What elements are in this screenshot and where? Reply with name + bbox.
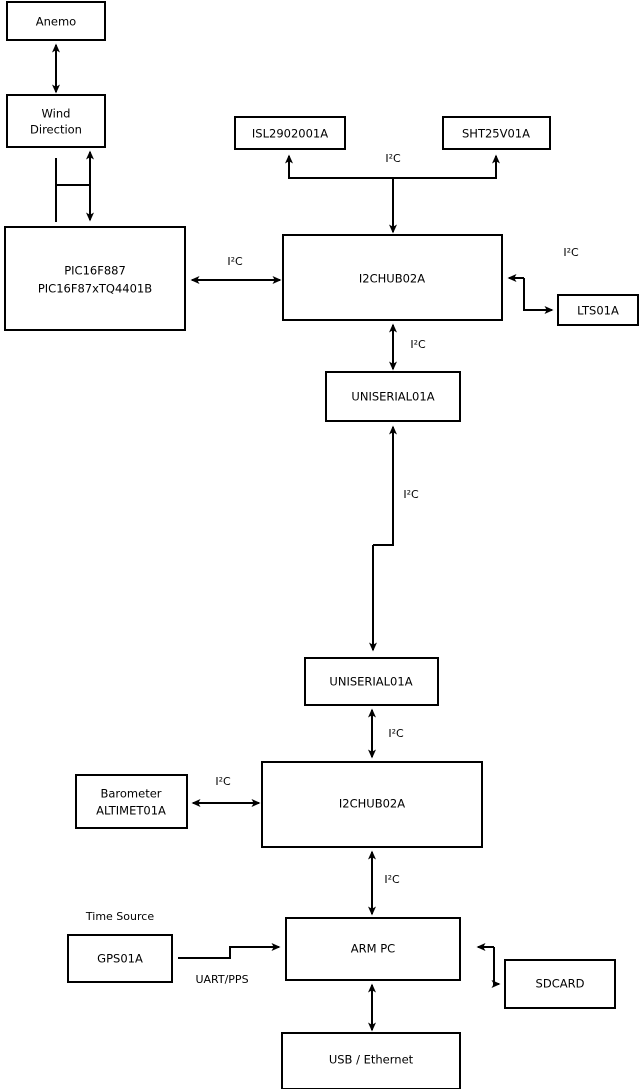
node-pic-microcontroller[interactable]: PIC16F887 PIC16F87xTQ4401B	[4, 226, 186, 331]
edge-label-uart-pps: UART/PPS	[195, 973, 248, 986]
node-pic-label-line2: PIC16F87xTQ4401B	[38, 282, 152, 296]
edge-label-i2c-hub-uniserial: I²C	[410, 338, 426, 351]
node-arm-pc-label: ARM PC	[351, 942, 395, 956]
node-barometer-altimet01a[interactable]: Barometer ALTIMET01A	[75, 774, 188, 829]
free-label-layer: Time Source	[85, 910, 154, 923]
node-isl2902001a-label: ISL2902001A	[252, 127, 328, 141]
connector-layer	[52, 43, 554, 1032]
conn-uniup-unidn	[369, 425, 397, 652]
node-lts01a[interactable]: LTS01A	[557, 294, 639, 326]
label-time-source: Time Source	[85, 910, 154, 923]
edge-label-layer: I²C I²C I²C I²C I²C I²C I²C I²C UART/PPS	[195, 152, 579, 986]
edge-label-i2c-top-bus: I²C	[385, 152, 401, 165]
node-uniserial01a-upper[interactable]: UNISERIAL01A	[325, 371, 461, 422]
edge-label-i2c-hub-lts: I²C	[563, 246, 579, 259]
node-sdcard-label: SDCARD	[536, 977, 585, 991]
node-gps01a[interactable]: GPS01A	[67, 934, 173, 983]
node-uniserial01a-lower[interactable]: UNISERIAL01A	[304, 657, 439, 706]
edge-label-i2c-hub-arm: I²C	[384, 873, 400, 886]
node-layer: Anemo Wind Direction PIC16F887 PIC16F87x…	[4, 1, 639, 1089]
node-barometer-label-line1: Barometer	[100, 787, 161, 801]
conn-wind-pic	[55, 150, 94, 222]
node-sht25v01a[interactable]: SHT25V01A	[442, 116, 551, 150]
node-barometer-label-line2: ALTIMET01A	[96, 804, 166, 818]
node-wind-direction-label-line2: Direction	[30, 123, 82, 137]
node-uniserial01a-upper-label: UNISERIAL01A	[351, 390, 434, 404]
node-gps01a-label: GPS01A	[97, 952, 143, 966]
node-sdcard[interactable]: SDCARD	[504, 959, 616, 1009]
node-isl2902001a[interactable]: ISL2902001A	[234, 116, 346, 150]
node-uniserial01a-lower-label: UNISERIAL01A	[329, 675, 412, 689]
edge-label-i2c-barometer-hub: I²C	[215, 775, 231, 788]
node-wind-direction[interactable]: Wind Direction	[6, 94, 106, 148]
conn-hubtop-isl	[285, 154, 394, 190]
edge-label-i2c-long-link: I²C	[403, 488, 419, 501]
node-pic-label-line1: PIC16F887	[64, 264, 126, 278]
node-anemo[interactable]: Anemo	[6, 1, 106, 41]
node-lts01a-label: LTS01A	[577, 304, 619, 318]
conn-arm-sdcard	[476, 943, 501, 988]
node-usb-ethernet-label: USB / Ethernet	[329, 1053, 414, 1067]
node-usb-ethernet[interactable]: USB / Ethernet	[281, 1032, 461, 1089]
node-arm-pc[interactable]: ARM PC	[285, 917, 461, 981]
node-sht25v01a-label: SHT25V01A	[462, 127, 530, 141]
node-i2chub02a-bottom-label: I2CHUB02A	[339, 797, 405, 811]
edge-label-i2c-pic-hub: I²C	[227, 255, 243, 268]
node-i2chub02a-bottom[interactable]: I2CHUB02A	[261, 761, 483, 848]
node-anemo-label: Anemo	[36, 15, 76, 29]
node-i2chub02a-top-label: I2CHUB02A	[359, 272, 425, 286]
node-i2chub02a-top[interactable]: I2CHUB02A	[282, 234, 503, 321]
edge-label-i2c-uniserial-hub2: I²C	[388, 727, 404, 740]
conn-gps-arm	[178, 943, 281, 959]
conn-hubtop-sht	[392, 154, 500, 190]
conn-hubtop-lts	[507, 274, 554, 314]
node-wind-direction-label-line1: Wind	[42, 107, 71, 121]
